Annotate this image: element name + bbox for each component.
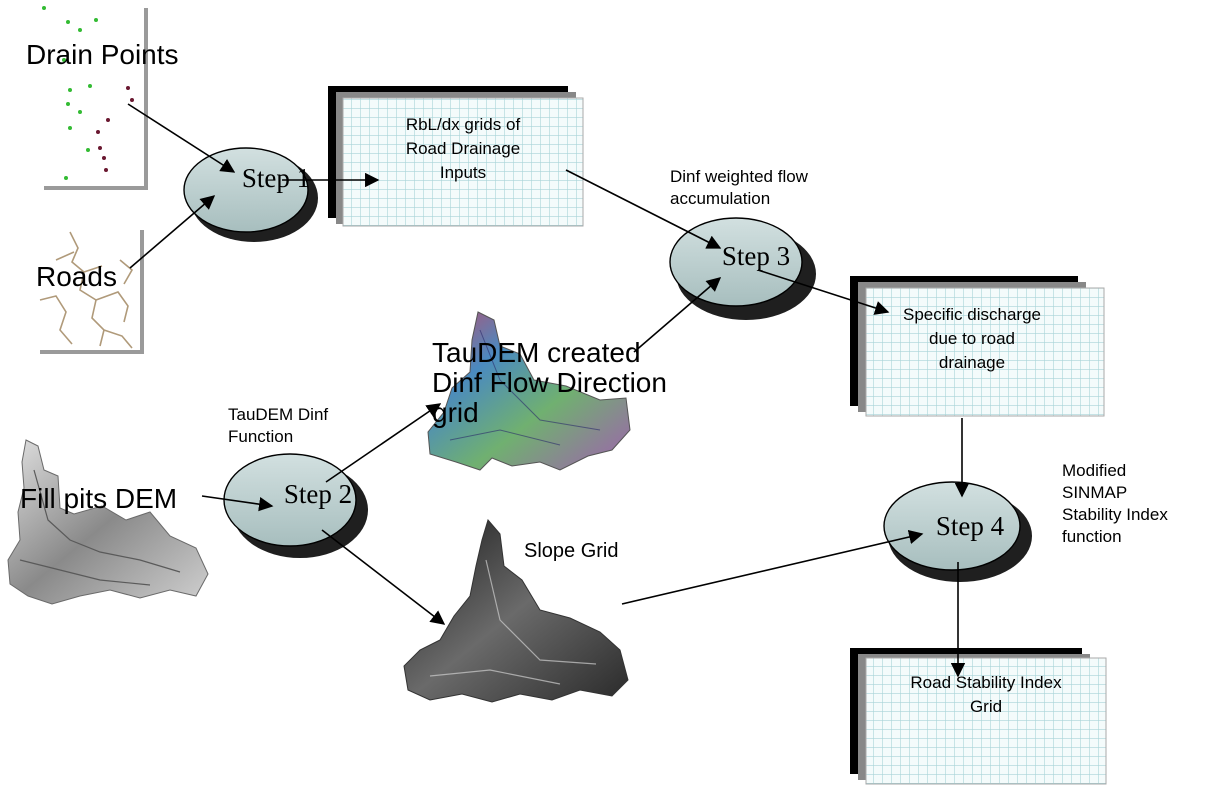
step-3-label: Step 3: [722, 241, 790, 271]
arrow-step2-slope: [321, 529, 446, 625]
specific-discharge-label: Specific discharge due to road drainage: [903, 305, 1041, 372]
specific-discharge-grid-box: Specific discharge due to road drainage: [850, 276, 1105, 417]
arrow-rbl-step3: [565, 169, 722, 249]
arrow-step3-discharge: [757, 269, 890, 315]
specific_discharge-line: due to road: [929, 329, 1015, 348]
step-4-node: Step 4: [883, 481, 1032, 582]
dinf-weighted-label: Dinf weighted flow accumulation: [670, 167, 808, 208]
step-2-node: Step 2: [223, 453, 368, 558]
arrow-dem-step2: [201, 495, 274, 512]
arrow-flowdir-step3: [633, 277, 722, 353]
step-4-label: Step 4: [936, 511, 1005, 541]
rbl_dx-line: Road Drainage: [406, 139, 520, 158]
step-1-node: Step 1: [183, 147, 318, 242]
roads-map: [36, 226, 144, 354]
road_stability-line: Road Stability Index: [910, 673, 1062, 692]
arrow-slope-step4: [621, 529, 924, 605]
specific_discharge-line: drainage: [939, 353, 1005, 372]
fill-pits-dem-image: [7, 439, 209, 605]
step-2-label: Step 2: [284, 479, 352, 509]
taudem-flow-direction-label: TauDEM created Dinf Flow Direction grid: [432, 337, 667, 428]
drain-points-label: Drain Points: [26, 39, 179, 70]
arrow-step2-flowdir: [325, 403, 442, 483]
road_stability-line: Grid: [970, 697, 1002, 716]
arrows: [127, 103, 970, 678]
drain-points-map: [40, 4, 148, 190]
taudem-flow-direction-image: [427, 308, 634, 478]
arrow-roads-step1: [129, 195, 216, 269]
arrow-drainpoints-step1: [127, 103, 236, 173]
roads-label: Roads: [36, 261, 117, 292]
rbl_dx-line: RbL/dx grids of: [406, 115, 521, 134]
step-1-label: Step 1: [242, 163, 310, 193]
rbl_dx-line: Inputs: [440, 163, 486, 182]
taudem-dinf-function-label: TauDEM Dinf Function: [228, 405, 329, 446]
specific_discharge-line: Specific discharge: [903, 305, 1041, 324]
slope-grid-label: Slope Grid: [524, 540, 619, 562]
fill-pits-dem-label: Fill pits DEM: [20, 483, 178, 514]
modified-sinmap-label: Modified SINMAP Stability Index function: [1062, 461, 1168, 546]
